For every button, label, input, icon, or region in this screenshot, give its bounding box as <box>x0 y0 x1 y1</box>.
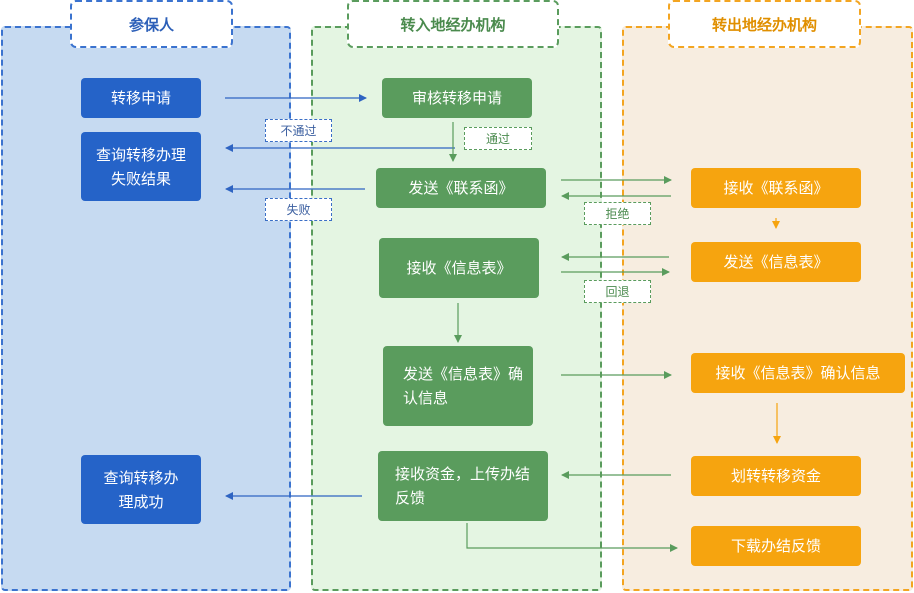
transfer-funds-box[interactable]: 划转转移资金 <box>691 456 861 496</box>
receive-form-confirm-label: 接收《信息表》确认信息 <box>715 364 881 382</box>
review-application-box[interactable]: 审核转移申请 <box>382 78 532 118</box>
send-info-form-label: 发送《信息表》 <box>723 253 829 271</box>
query-failed-label: 查询转移办理失败结果 <box>95 145 186 188</box>
arrow-feedback-to-out <box>466 523 678 552</box>
transfer-funds-label: 划转转移资金 <box>730 467 821 485</box>
failed-tag: 失败 <box>265 198 332 221</box>
query-failed-box[interactable]: 查询转移办理失败结果 <box>81 132 201 201</box>
lane-header-transfer-out: 转出地经办机构 <box>668 0 861 48</box>
send-contact-letter-box[interactable]: 发送《联系函》 <box>376 168 546 208</box>
not-passed-tag: 不通过 <box>265 119 332 142</box>
send-form-confirm-box[interactable]: 发送《信息表》确认信息 <box>383 346 533 426</box>
receive-form-confirm-box[interactable]: 接收《信息表》确认信息 <box>691 353 905 393</box>
apply-transfer-label: 转移申请 <box>110 89 171 107</box>
download-feedback-label: 下载办结反馈 <box>730 537 821 555</box>
returned-tag: 回退 <box>584 280 651 303</box>
passed-tag: 通过 <box>464 127 532 150</box>
send-contact-letter-label: 发送《联系函》 <box>408 179 514 197</box>
rejected-tag: 拒绝 <box>584 202 651 225</box>
send-form-confirm-label: 发送《信息表》确认信息 <box>403 365 524 407</box>
receive-contact-letter-box[interactable]: 接收《联系函》 <box>691 168 861 208</box>
review-application-label: 审核转移申请 <box>411 89 502 107</box>
lane-header-insured: 参保人 <box>70 0 233 48</box>
query-success-box[interactable]: 查询转移办理成功 <box>81 455 201 524</box>
download-feedback-box[interactable]: 下载办结反馈 <box>691 526 861 566</box>
receive-funds-box[interactable]: 接收资金，上传办结反馈 <box>378 451 548 521</box>
lane-header-transfer-in: 转入地经办机构 <box>347 0 559 48</box>
receive-contact-letter-label: 接收《联系函》 <box>723 179 829 197</box>
receive-funds-label: 接收资金，上传办结反馈 <box>395 465 531 507</box>
apply-transfer-box[interactable]: 转移申请 <box>81 78 201 118</box>
query-success-label: 查询转移办理成功 <box>103 468 179 511</box>
send-info-form-box[interactable]: 发送《信息表》 <box>691 242 861 282</box>
lane-transfer-out <box>622 26 913 591</box>
receive-info-form-box[interactable]: 接收《信息表》 <box>379 238 539 298</box>
receive-info-form-label: 接收《信息表》 <box>406 259 512 277</box>
